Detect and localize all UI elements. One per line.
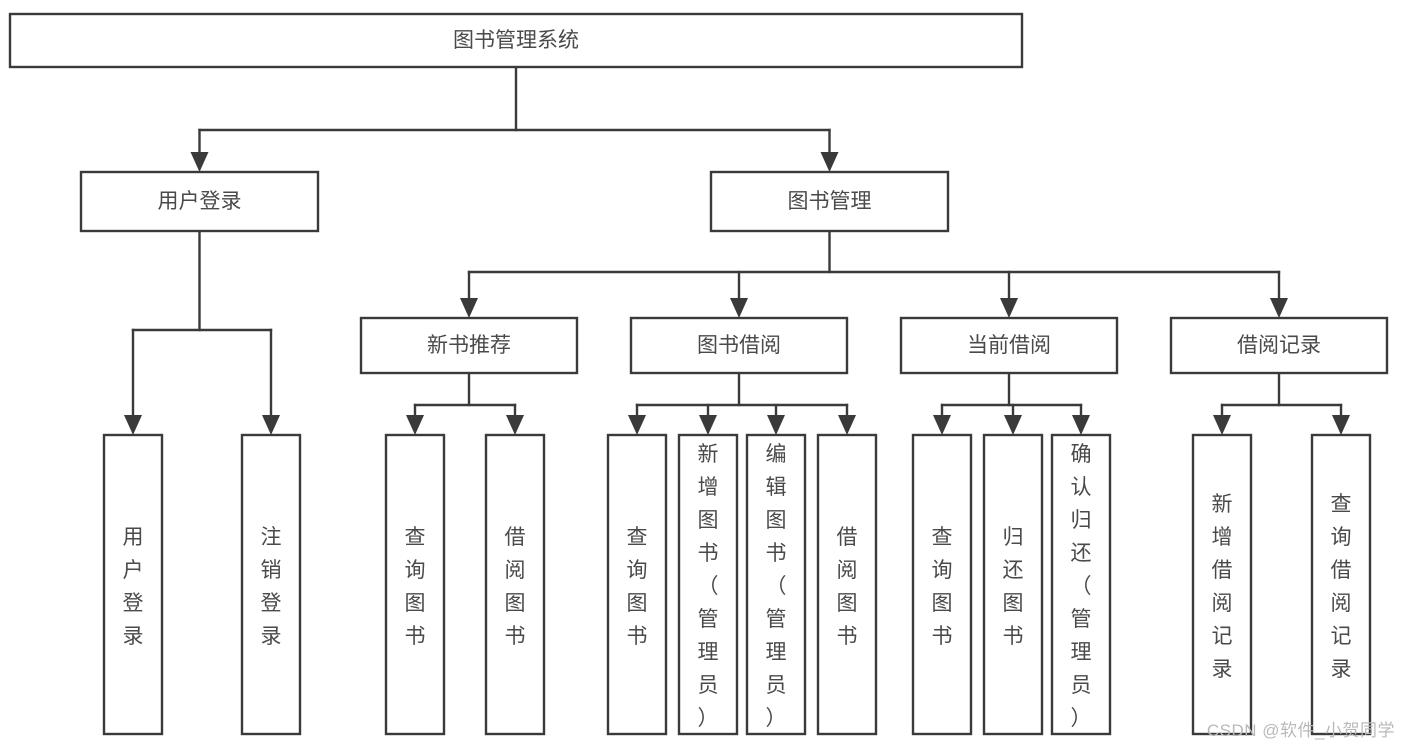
node-box-book-borrow xyxy=(629,316,849,375)
node-box-leaf-query-borrow-record xyxy=(1310,433,1372,736)
arrow-head xyxy=(506,415,524,435)
node-label-leaf-add-book: 新增图书（管理员） xyxy=(698,443,719,730)
node-label-user-login: 用户登录 xyxy=(158,190,242,213)
arrow-head xyxy=(262,415,280,435)
node-box-current-borrow xyxy=(899,316,1119,375)
node-book-management[interactable]: 图书管理 xyxy=(709,170,950,233)
node-current-borrow[interactable]: 当前借阅 xyxy=(899,316,1119,375)
node-leaf-add-borrow-record[interactable]: 新增借阅记录 xyxy=(1191,433,1253,736)
node-new-book-recommend[interactable]: 新书推荐 xyxy=(359,316,579,375)
node-layer: 图书管理系统用户登录图书管理新书推荐图书借阅当前借阅借阅记录用户登录注销登录查询… xyxy=(8,12,1389,736)
node-box-leaf-query-book-current xyxy=(911,433,973,736)
node-label-leaf-query-borrow-record: 查询借阅记录 xyxy=(1331,493,1352,681)
arrow-head xyxy=(1000,298,1018,318)
node-box-borrow-record xyxy=(1169,316,1389,375)
connector-layer xyxy=(124,65,1350,435)
node-leaf-query-book-current[interactable]: 查询图书 xyxy=(911,433,973,736)
arrow-head xyxy=(124,415,142,435)
node-label-book-borrow: 图书借阅 xyxy=(697,334,781,357)
node-label-leaf-logout: 注销登录 xyxy=(261,526,282,648)
node-label-leaf-return-book: 归还图书 xyxy=(1003,526,1024,648)
node-label-current-borrow: 当前借阅 xyxy=(967,334,1051,357)
node-box-leaf-borrow-book xyxy=(816,433,878,736)
node-box-leaf-confirm-return xyxy=(1050,433,1112,736)
node-box-book-management xyxy=(709,170,950,233)
node-box-leaf-return-book xyxy=(982,433,1044,736)
arrow-head xyxy=(838,415,856,435)
node-book-borrow[interactable]: 图书借阅 xyxy=(629,316,849,375)
node-label-borrow-record: 借阅记录 xyxy=(1237,334,1321,357)
node-leaf-borrow-book[interactable]: 借阅图书 xyxy=(816,433,878,736)
node-box-user-login xyxy=(79,170,320,233)
node-leaf-confirm-return[interactable]: 确认归还（管理员） xyxy=(1050,433,1112,736)
arrow-head xyxy=(1270,298,1288,318)
arrow-head xyxy=(406,415,424,435)
arrow-head xyxy=(767,415,785,435)
node-leaf-query-book-borrow[interactable]: 查询图书 xyxy=(606,433,668,736)
node-box-leaf-logout xyxy=(240,433,302,736)
node-label-leaf-query-book-recommend: 查询图书 xyxy=(405,526,426,648)
node-root[interactable]: 图书管理系统 xyxy=(8,12,1024,69)
node-box-leaf-add-book xyxy=(677,433,739,736)
node-box-new-book-recommend xyxy=(359,316,579,375)
arrow-head xyxy=(1332,415,1350,435)
node-label-leaf-borrow-book-recommend: 借阅图书 xyxy=(505,526,526,648)
node-box-leaf-edit-book xyxy=(745,433,807,736)
node-leaf-logout[interactable]: 注销登录 xyxy=(240,433,302,736)
node-label-leaf-add-borrow-record: 新增借阅记录 xyxy=(1212,493,1233,681)
node-leaf-add-book[interactable]: 新增图书（管理员） xyxy=(677,433,739,736)
node-label-leaf-confirm-return: 确认归还（管理员） xyxy=(1071,443,1092,730)
arrow-head xyxy=(1004,415,1022,435)
node-leaf-return-book[interactable]: 归还图书 xyxy=(982,433,1044,736)
watermark-text: CSDN @软件_小贺同学 xyxy=(1206,721,1395,740)
node-label-leaf-edit-book: 编辑图书（管理员） xyxy=(766,443,787,730)
node-label-root: 图书管理系统 xyxy=(453,29,579,52)
node-box-root xyxy=(8,12,1024,69)
arrow-head xyxy=(1213,415,1231,435)
arrow-head xyxy=(730,298,748,318)
arrow-head xyxy=(699,415,717,435)
node-box-leaf-add-borrow-record xyxy=(1191,433,1253,736)
node-label-leaf-user-login: 用户登录 xyxy=(123,526,144,648)
node-leaf-edit-book[interactable]: 编辑图书（管理员） xyxy=(745,433,807,736)
node-box-leaf-query-book-recommend xyxy=(384,433,446,736)
node-box-leaf-borrow-book-recommend xyxy=(484,433,546,736)
node-label-book-management: 图书管理 xyxy=(788,190,872,213)
arrow-head xyxy=(1072,415,1090,435)
node-leaf-user-login[interactable]: 用户登录 xyxy=(102,433,164,736)
node-label-leaf-borrow-book: 借阅图书 xyxy=(837,526,858,648)
node-label-new-book-recommend: 新书推荐 xyxy=(427,334,511,357)
arrow-head xyxy=(820,152,839,172)
node-leaf-borrow-book-recommend[interactable]: 借阅图书 xyxy=(484,433,546,736)
node-user-login[interactable]: 用户登录 xyxy=(79,170,320,233)
node-box-leaf-user-login xyxy=(102,433,164,736)
node-borrow-record[interactable]: 借阅记录 xyxy=(1169,316,1389,375)
node-label-leaf-query-book-current: 查询图书 xyxy=(932,526,953,648)
node-leaf-query-book-recommend[interactable]: 查询图书 xyxy=(384,433,446,736)
node-box-leaf-query-book-borrow xyxy=(606,433,668,736)
node-leaf-query-borrow-record[interactable]: 查询借阅记录 xyxy=(1310,433,1372,736)
node-label-leaf-query-book-borrow: 查询图书 xyxy=(627,526,648,648)
arrow-head xyxy=(460,298,478,318)
arrow-head xyxy=(933,415,951,435)
arrow-head xyxy=(190,152,209,172)
arrow-head xyxy=(628,415,646,435)
